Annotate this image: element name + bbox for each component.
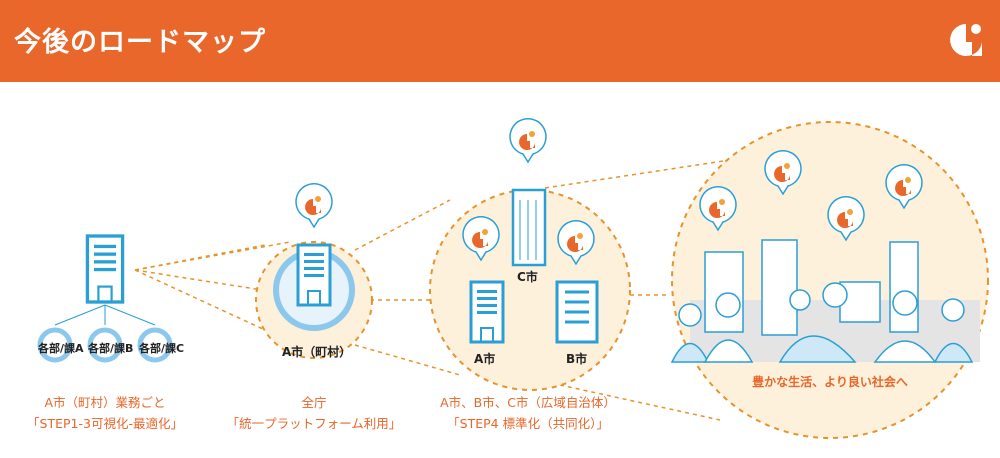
stage3-caption: A市、B市、C市（広域自治体） 「STEP4 標準化（共同化）」 (440, 392, 616, 434)
caption-line: 「統一プラットフォーム利用」 (226, 416, 402, 431)
stage1-caption: A市（町村）業務ごと「STEP1-3可視化-最適化」 (27, 392, 183, 434)
city-c-building-icon (511, 188, 547, 267)
city-a-building-icon (469, 280, 505, 344)
caption-line: 「STEP1-3可視化-最適化」 (27, 416, 183, 431)
department-label: 各部/課B (88, 342, 134, 355)
caption-line: A市、B市、C市（広域自治体） (440, 395, 616, 410)
slogan-text: 豊かな生活、より良い社会へ (752, 375, 908, 389)
stage1-building-icon (85, 234, 125, 304)
stage2-caption: 全庁「統一プラットフォーム利用」 (227, 392, 402, 434)
caption-line: A市（町村）業務ごと (44, 395, 166, 410)
brand-logo-icon (950, 24, 982, 56)
roadmap-diagram (37, 117, 989, 439)
department-label: 各部/課A (38, 342, 84, 355)
people-illustration (670, 282, 974, 363)
connector-lines (134, 159, 731, 421)
city-skyline-icon (690, 239, 980, 362)
caption-line: 全庁 (301, 395, 327, 410)
pin-logo-icon (295, 182, 333, 228)
city-label: C市 (517, 270, 538, 284)
city-b-building-icon (555, 280, 599, 344)
page-title: 今後のロードマップ (14, 27, 266, 58)
pin-logo-icon (509, 117, 547, 163)
stage2-building-icon (296, 243, 332, 307)
department-label: 各部/課C (139, 342, 185, 355)
city-label: B市 (566, 352, 588, 366)
caption-line: 「STEP4 標準化（共同化）」 (447, 416, 609, 431)
header-bar: 今後のロードマップ (0, 0, 1000, 82)
city-label: A市 (474, 352, 496, 366)
stage2-building-label: A市（町村） (282, 345, 352, 359)
